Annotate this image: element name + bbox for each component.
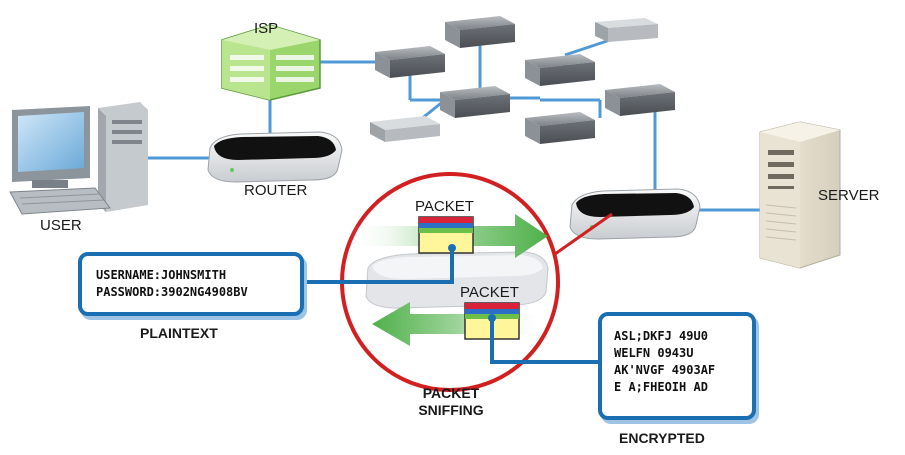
encrypted-box: ASL;DKFJ 49U0 WELFN 0943U AK'NVGF 4903AF… [598,312,756,420]
plaintext-label: PLAINTEXT [140,325,218,341]
connector-dot [488,314,496,322]
network-switch-icon [440,86,510,118]
network-switch-icon [595,18,658,42]
router-icon [569,188,701,240]
network-switch-icon [445,16,515,48]
desktop-computer-icon [9,102,148,215]
router-icon [207,131,343,183]
sniffing-label-line1: PACKET [422,385,480,401]
plaintext-line-password: PASSWORD:3902NG4908BV [96,285,248,299]
plaintext-box: USERNAME:JOHNSMITH PASSWORD:3902NG4908BV [78,252,304,316]
isp-label: ISP [254,20,279,37]
encrypted-line-3: AK'NVGF 4903AF [614,363,716,377]
server-tower-icon [759,121,841,269]
network-switch-icon [370,116,440,142]
encrypted-label: ENCRYPTED [619,430,705,446]
network-switch-icon [525,112,595,144]
network-switch-icon [375,46,445,78]
encrypted-line-4: E A;FHEOIH AD [614,380,708,394]
user-label: USER [40,217,82,234]
server-label: SERVER [818,187,880,204]
network-switch-icon [605,84,675,116]
encrypted-line-2: WELFN 0943U [614,346,694,360]
network-switch-icon [525,54,595,86]
callout-connectors [300,250,600,364]
encrypted-line-1: ASL;DKFJ 49U0 [614,329,708,343]
packet-icon [418,216,474,254]
packet-label-top: PACKET [415,198,474,215]
packet-label-bottom: PACKET [460,284,519,301]
arrow-left [372,302,545,346]
connector-dot [448,244,456,252]
router-label: ROUTER [244,182,308,199]
plaintext-line-username: USERNAME:JOHNSMITH [96,268,227,282]
isp-building-icon [221,24,321,101]
sniffing-label-line2: SNIFFING [418,402,484,418]
